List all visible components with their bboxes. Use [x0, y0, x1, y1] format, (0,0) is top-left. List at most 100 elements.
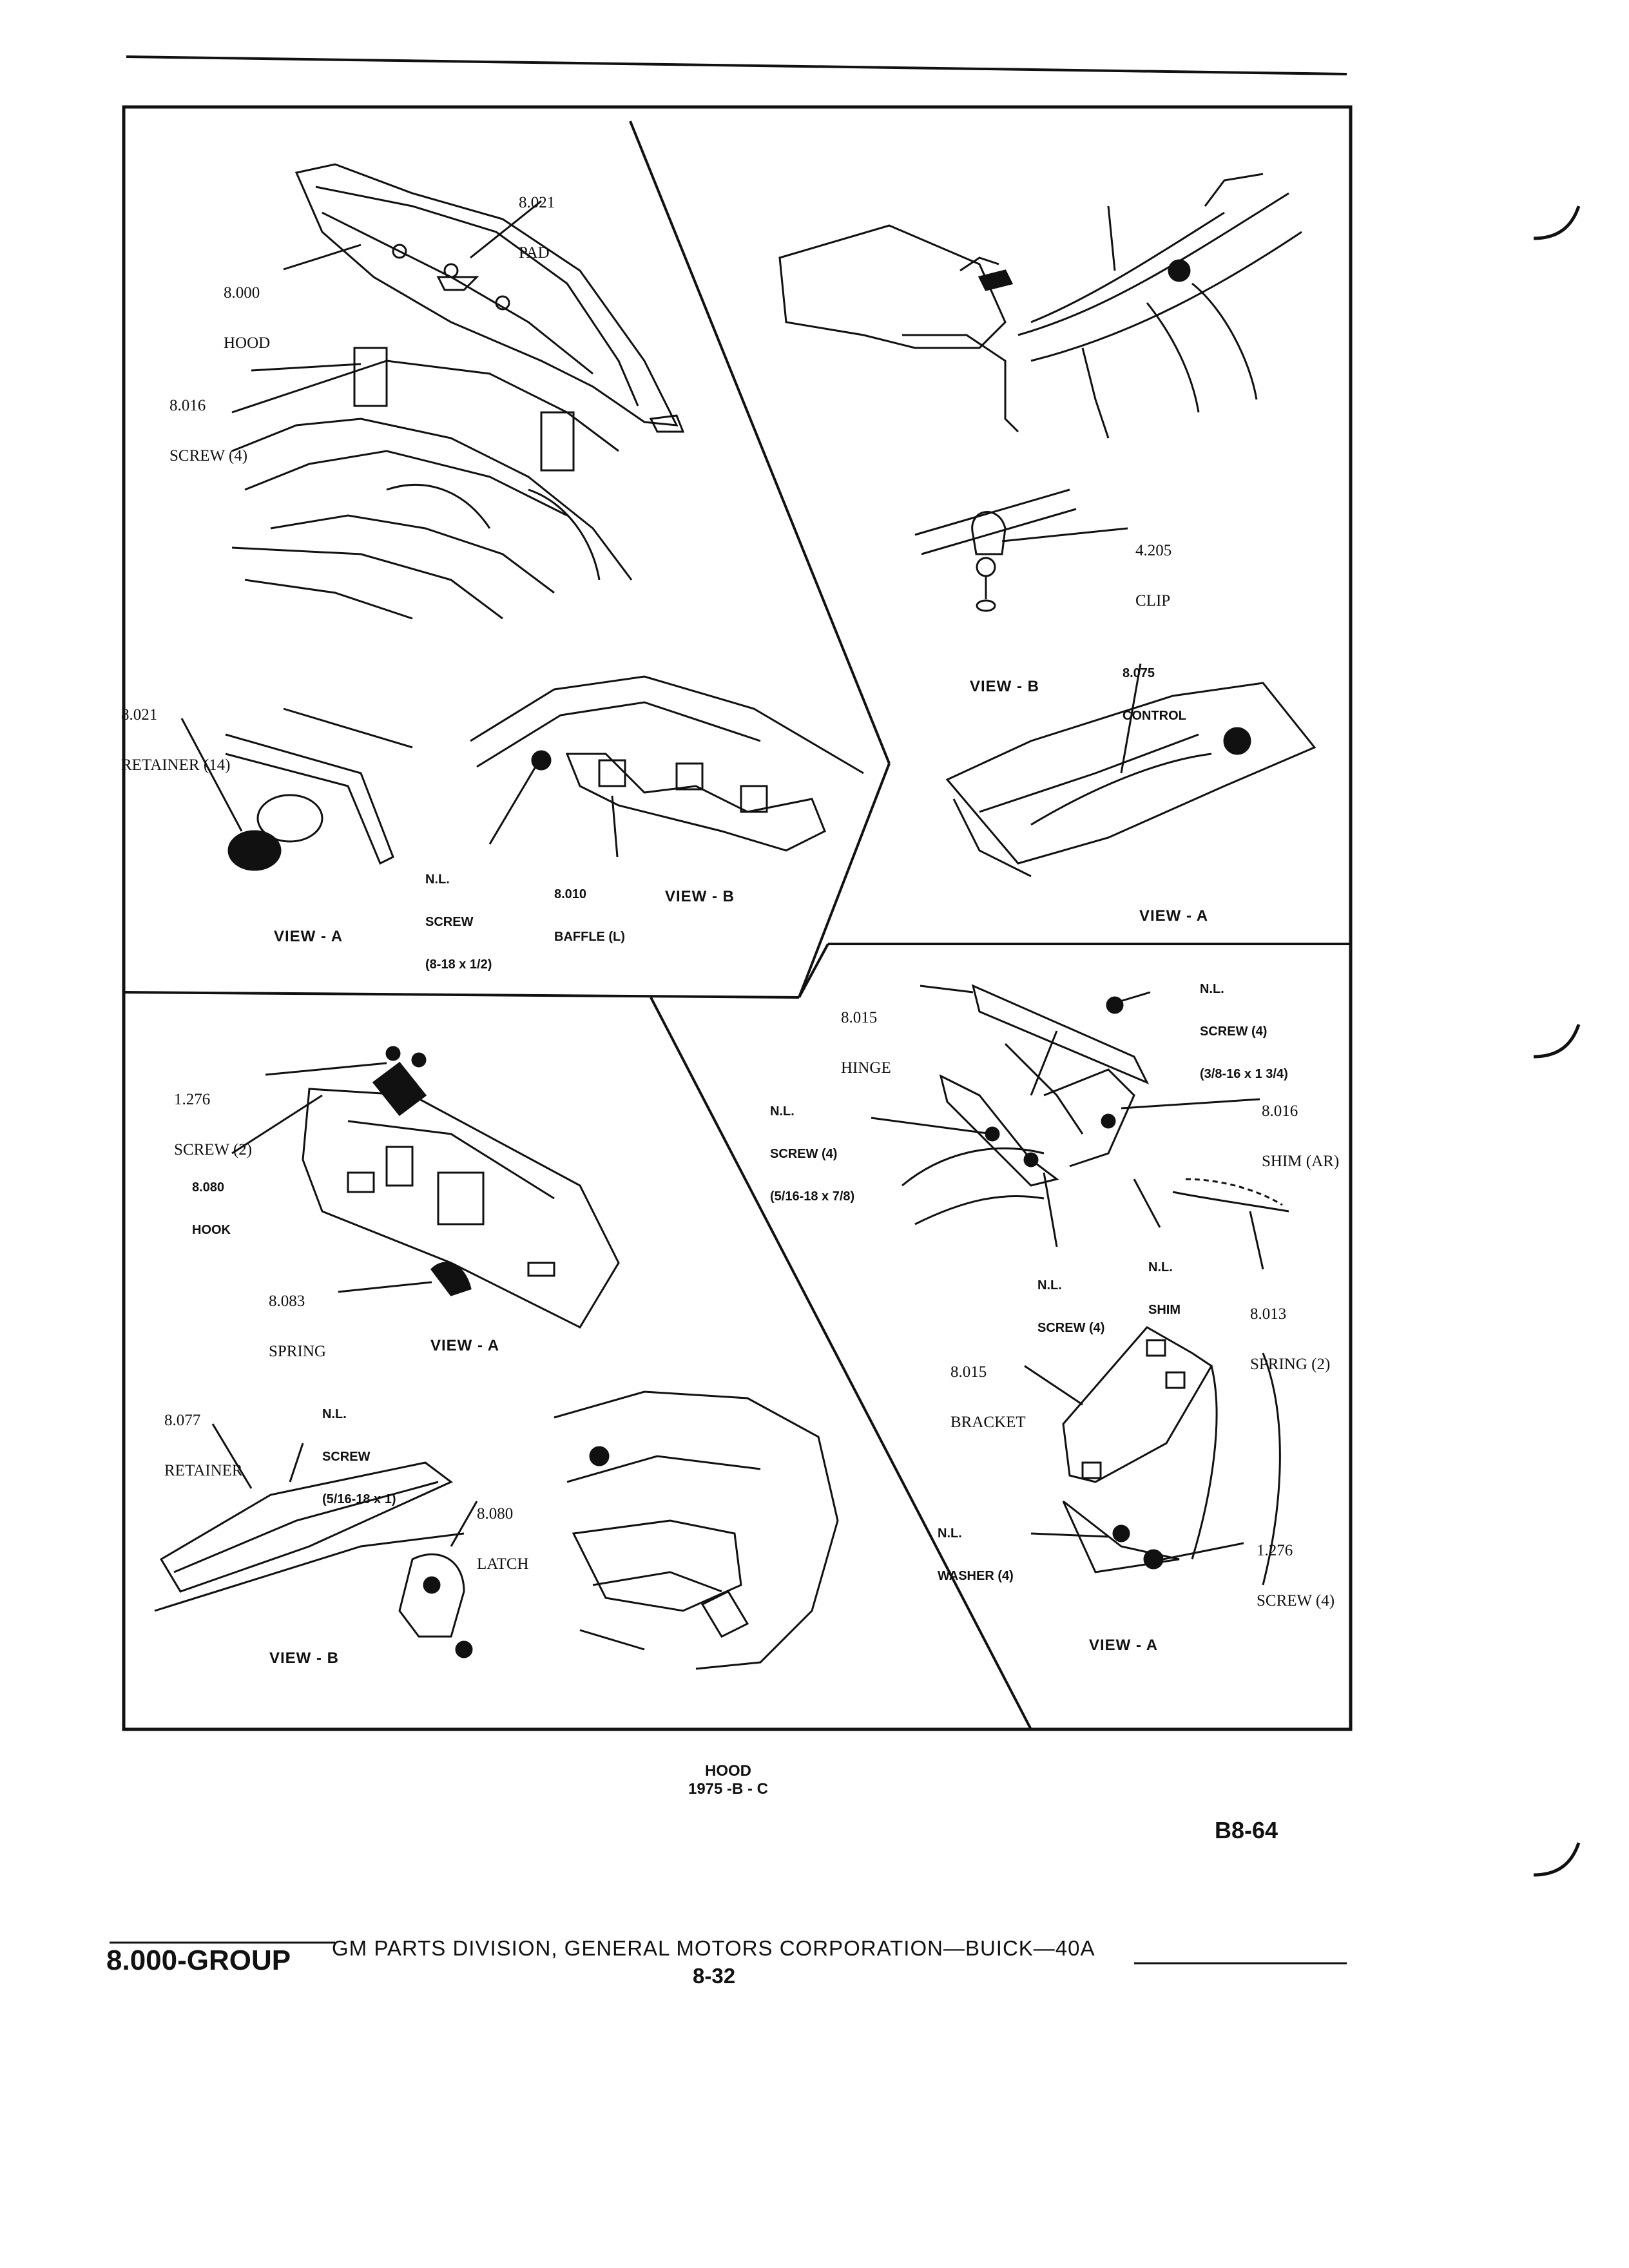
fender-cable-illustration — [778, 173, 1302, 439]
divider-mid-diagonal — [798, 763, 891, 998]
label-screw-1276-bracket-number: 1.276 — [1257, 1542, 1293, 1559]
diagram-frame — [122, 105, 1353, 1731]
label-nl-screw-hinge-left-line3: (5/16-18 x 7/8) — [770, 1189, 855, 1204]
publisher-line: GM PARTS DIVISION, GENERAL MOTORS CORPOR… — [332, 1936, 1095, 1960]
label-control-name: CONTROL — [1123, 709, 1186, 723]
label-clip-number: 4.205 — [1135, 542, 1172, 559]
baffle-illustration — [470, 675, 864, 852]
label-nl-shim-line1: N.L. — [1148, 1260, 1173, 1274]
control-illustration — [945, 663, 1316, 878]
label-nl-screw-latch: N.L. SCREW (5/16-18 x 1) — [322, 1379, 396, 1521]
group-label: 8.000-GROUP — [106, 1945, 291, 1976]
label-retainer-8021-number: 8.021 — [121, 706, 158, 724]
label-nl-screw-hinge-left-line1: N.L. — [770, 1104, 795, 1119]
label-screw-1276-hook: 1.276 SCREW (2) — [174, 1058, 252, 1175]
label-spring-8083: 8.083 SPRING — [269, 1260, 326, 1377]
label-nl-screw-latch-line2: SCREW — [322, 1450, 371, 1464]
label-nl-screw-hinge-left: N.L. SCREW (4) (5/16-18 x 7/8) — [770, 1076, 854, 1218]
view-a-label-bottom-right: VIEW - A — [1089, 1637, 1159, 1654]
label-nl-screw-hinge-top: N.L. SCREW (4) (3/8-16 x 1 3/4) — [1200, 954, 1288, 1095]
figure-caption-subtitle: 1975 -B - C — [688, 1780, 769, 1798]
latch-illustration — [154, 1423, 478, 1658]
label-hinge: 8.015 HINGE — [841, 976, 891, 1093]
figure-caption-title: HOOD — [705, 1762, 751, 1780]
label-retainer-8021: 8.021 RETAINER (14) — [121, 673, 231, 791]
label-nl-screw-hinge-left-line2: SCREW (4) — [770, 1147, 838, 1161]
label-hinge-name: HINGE — [841, 1059, 891, 1077]
label-baffle-number: 8.010 — [554, 887, 587, 901]
label-pad-number: 8.021 — [519, 194, 555, 211]
view-a-label-top-left: VIEW - A — [274, 928, 343, 945]
label-control: 8.075 CONTROL — [1123, 638, 1186, 737]
label-hood-number: 8.000 — [224, 284, 260, 302]
label-retainer-8077-number: 8.077 — [164, 1412, 201, 1429]
label-baffle-name: BAFFLE (L) — [554, 930, 625, 944]
label-washer-line1: N.L. — [938, 1526, 962, 1541]
label-spring-8083-name: SPRING — [269, 1343, 326, 1360]
view-a-label-bottom-left: VIEW - A — [430, 1337, 500, 1354]
label-baffle: 8.010 BAFFLE (L) — [554, 859, 625, 958]
label-nl-screw-baffle-line3: (8-18 x 1/2) — [425, 957, 492, 972]
label-screw-1276-hook-name: SCREW (2) — [174, 1141, 253, 1158]
label-nl-screw-hinge-top-line2: SCREW (4) — [1200, 1024, 1268, 1039]
label-clip: 4.205 CLIP — [1135, 509, 1171, 626]
label-shim-ar-number: 8.016 — [1262, 1102, 1298, 1120]
label-nl-screw-hinge-bottom-line2: SCREW (4) — [1037, 1321, 1105, 1335]
hinge-illustration — [871, 984, 1289, 1270]
label-spring-8013: 8.013 SPRING (2) — [1250, 1273, 1330, 1390]
page-reference: B8-64 — [1215, 1817, 1278, 1843]
label-screw-8016-number: 8.016 — [169, 397, 206, 414]
label-clip-name: CLIP — [1135, 592, 1171, 610]
label-nl-shim-line2: SHIM — [1148, 1303, 1181, 1317]
view-b-label-top-right: VIEW - B — [970, 678, 1039, 695]
label-retainer-8077: 8.077 RETAINER — [164, 1379, 243, 1496]
label-screw-1276-bracket-name: SCREW (4) — [1257, 1592, 1335, 1610]
bracket-illustration — [1024, 1326, 1281, 1586]
label-retainer-8021-name: RETAINER (14) — [121, 756, 231, 774]
label-nl-shim: N.L. SHIM — [1148, 1232, 1181, 1331]
label-latch-name: LATCH — [477, 1555, 529, 1573]
hook-illustration — [231, 1046, 620, 1329]
front-end-illustration — [554, 1390, 839, 1670]
label-nl-screw-baffle: N.L. SCREW (8-18 x 1/2) — [425, 844, 492, 986]
page-number: 8-32 — [693, 1964, 736, 1988]
label-hood: 8.000 HOOD — [224, 251, 270, 369]
label-nl-screw-hinge-bottom: N.L. SCREW (4) — [1037, 1250, 1104, 1349]
label-shim-ar: 8.016 SHIM (AR) — [1262, 1070, 1339, 1187]
label-hood-name: HOOD — [224, 334, 271, 352]
label-retainer-8077-name: RETAINER — [164, 1462, 243, 1479]
label-nl-screw-hinge-top-line1: N.L. — [1200, 982, 1224, 996]
label-screw-8016-name: SCREW (4) — [169, 447, 248, 465]
label-spring-8013-name: SPRING (2) — [1250, 1356, 1331, 1373]
label-screw-1276-bracket: 1.276 SCREW (4) — [1257, 1509, 1335, 1626]
label-bracket: 8.015 BRACKET — [950, 1331, 1026, 1448]
label-washer: N.L. WASHER (4) — [938, 1498, 1014, 1597]
label-bracket-name: BRACKET — [950, 1414, 1026, 1431]
label-control-number: 8.075 — [1123, 666, 1155, 680]
label-hook: 8.080 HOOK — [192, 1152, 231, 1251]
label-latch: 8.080 LATCH — [477, 1472, 529, 1590]
label-hinge-number: 8.015 — [841, 1009, 878, 1026]
label-spring-8083-number: 8.083 — [269, 1293, 305, 1310]
clip-illustration — [914, 488, 1128, 612]
view-b-label-top-left: VIEW - B — [665, 888, 735, 905]
label-nl-screw-baffle-line1: N.L. — [425, 872, 450, 887]
label-hook-name: HOOK — [192, 1223, 231, 1237]
label-nl-screw-latch-line3: (5/16-18 x 1) — [322, 1492, 396, 1506]
label-nl-screw-hinge-bottom-line1: N.L. — [1037, 1278, 1062, 1293]
label-latch-number: 8.080 — [477, 1505, 514, 1523]
label-pad-name: PAD — [519, 244, 550, 262]
view-b-label-bottom-left: VIEW - B — [269, 1649, 339, 1667]
view-a-label-top-right: VIEW - A — [1139, 907, 1209, 925]
label-pad: 8.021 PAD — [519, 161, 555, 278]
label-nl-screw-baffle-line2: SCREW — [425, 915, 474, 929]
hood-illustration — [231, 163, 685, 620]
label-shim-ar-name: SHIM (AR) — [1262, 1153, 1340, 1170]
label-hook-number: 8.080 — [192, 1180, 225, 1195]
header-rule — [126, 55, 1347, 75]
label-bracket-number: 8.015 — [950, 1363, 987, 1381]
label-nl-screw-latch-line1: N.L. — [322, 1407, 347, 1421]
retainer-illustration — [225, 707, 413, 871]
figure-caption: HOOD 1975 -B - C — [670, 1762, 786, 1798]
label-spring-8013-number: 8.013 — [1250, 1305, 1287, 1323]
